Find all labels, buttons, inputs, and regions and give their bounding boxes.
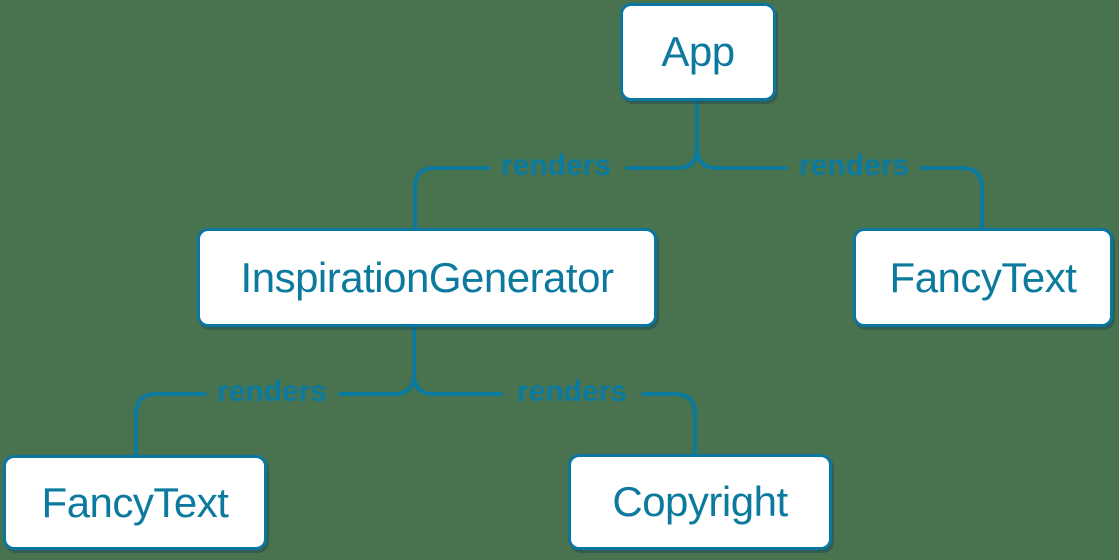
- node-copyright-label: Copyright: [612, 478, 788, 525]
- node-copyright: Copyright: [568, 454, 832, 550]
- node-fancy-text-top-label: FancyText: [889, 253, 1077, 301]
- edge-inspiration-generator-to-copyright-a: [412, 325, 503, 396]
- edge-app-to-inspiration-generator-b: [413, 166, 490, 230]
- edge-label-renders-app-inspiration: renders: [500, 149, 612, 182]
- node-fancy-text-top: FancyText: [853, 228, 1113, 327]
- edge-inspiration-generator-to-fancy-text-b: [134, 392, 207, 457]
- edge-inspiration-generator-to-copyright-b: [641, 392, 697, 456]
- node-fancy-text-bottom-label: FancyText: [41, 478, 229, 526]
- node-fancy-text-bottom: FancyText: [3, 455, 267, 550]
- node-app-label: App: [661, 28, 735, 75]
- edge-label-renders-inspiration-fancy-text: renders: [216, 375, 328, 408]
- node-app: App: [620, 3, 776, 101]
- edge-label-renders-app-fancy-text: renders: [798, 149, 910, 182]
- node-inspiration-generator-label: InspirationGenerator: [240, 253, 614, 301]
- node-inspiration-generator: InspirationGenerator: [197, 228, 657, 327]
- edge-app-to-inspiration-generator-a: [625, 99, 699, 170]
- edge-label-renders-inspiration-copyright: renders: [516, 375, 628, 408]
- edge-app-to-fancy-text-a: [695, 99, 788, 170]
- edge-app-to-fancy-text-b: [920, 166, 984, 230]
- edge-inspiration-generator-to-fancy-text-a: [338, 325, 416, 396]
